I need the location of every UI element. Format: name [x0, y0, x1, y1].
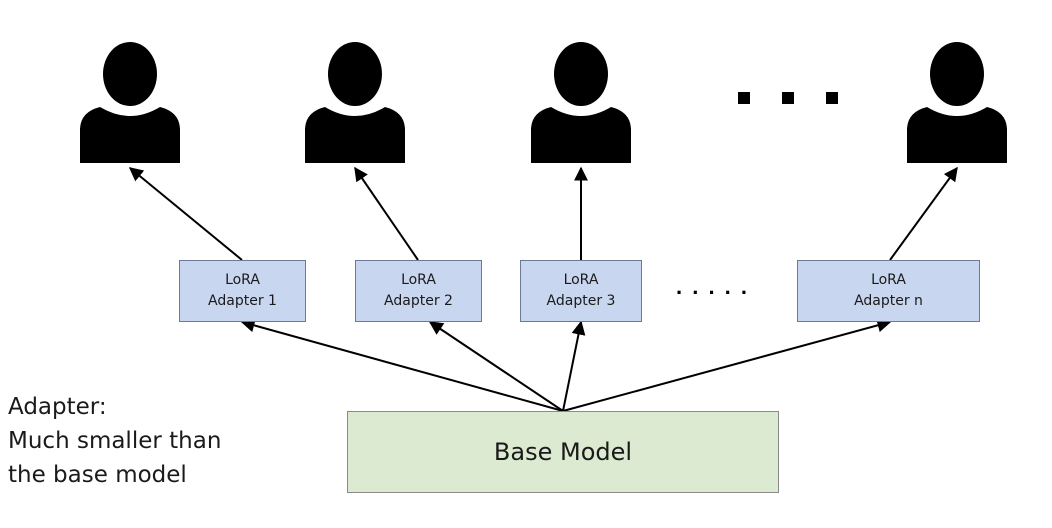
adapter-line2: Adapter 2 — [384, 293, 453, 309]
note-line3: the base model — [8, 462, 187, 488]
base-model-label: Base Model — [493, 438, 633, 466]
users-ellipsis — [738, 92, 838, 104]
arrow-base-to-adapter1 — [240, 318, 564, 412]
user-icon — [305, 42, 405, 163]
adapter-line1: LoRA — [225, 272, 260, 288]
note-line2: Much smaller than — [8, 428, 222, 454]
adapter-line2: Adapter n — [854, 293, 923, 309]
user-icon — [531, 42, 631, 163]
adapter-line1: LoRA — [563, 272, 599, 288]
adapters-ellipsis: . . . . . — [676, 274, 750, 299]
lora-adapter-n: LoRA Adapter n — [797, 260, 980, 322]
adapter-note: Adapter: Much smaller than the base mode… — [8, 390, 221, 492]
user-icon — [907, 42, 1007, 163]
lora-adapter-1: LoRA Adapter 1 — [179, 260, 306, 322]
arrow-base-to-adaptern — [562, 318, 892, 412]
arrow-adapter2-to-user2 — [354, 166, 419, 261]
base-model-box: Base Model — [347, 411, 779, 493]
adapter-line2: Adapter 1 — [208, 293, 277, 309]
lora-adapter-2: LoRA Adapter 2 — [355, 260, 482, 322]
user-icon — [80, 42, 180, 163]
adapter-line2: Adapter 3 — [546, 293, 616, 309]
lora-adapter-3: LoRA Adapter 3 — [520, 260, 642, 322]
adapter-line1: LoRA — [401, 272, 436, 288]
note-line1: Adapter: — [8, 394, 107, 420]
arrow-adaptern-to-usern — [889, 166, 958, 261]
arrow-adapter1-to-user1 — [128, 167, 243, 261]
arrow-base-to-adapter2 — [428, 321, 564, 412]
adapter-line1: LoRA — [871, 272, 906, 288]
arrow-base-to-adapter3 — [562, 320, 586, 412]
